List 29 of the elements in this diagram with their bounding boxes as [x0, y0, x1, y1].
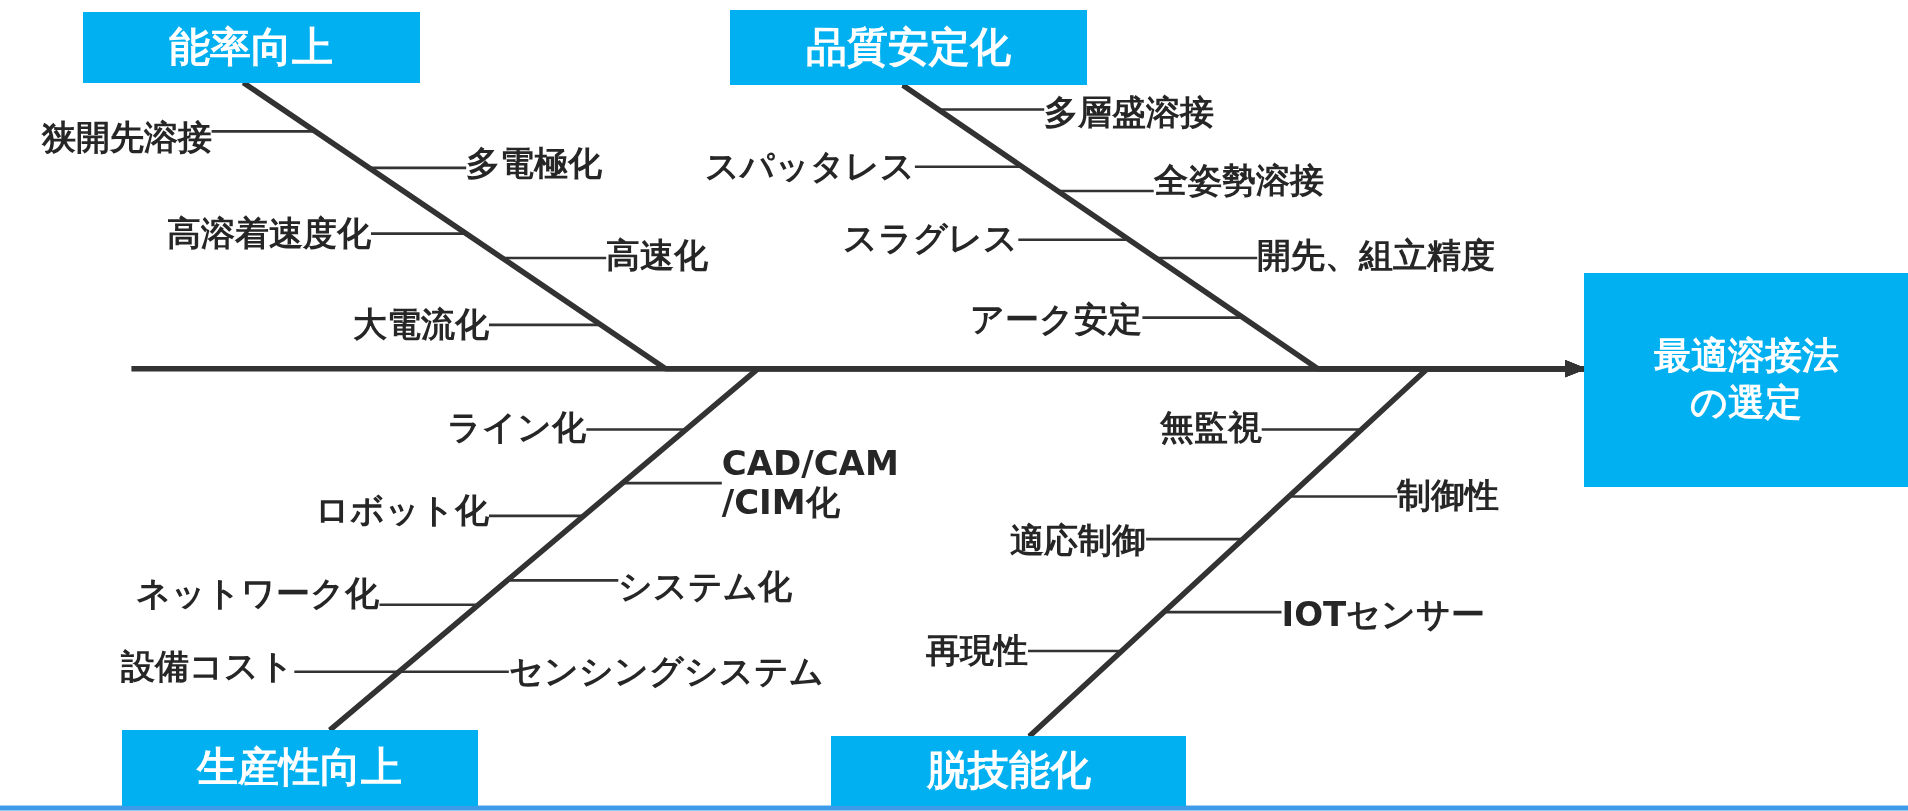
cause-label: 全姿勢溶接	[1153, 161, 1324, 201]
cause-label: 無監視	[1159, 408, 1262, 448]
cause-label: ネットワーク化	[136, 574, 380, 614]
category-box: 脱技能化	[831, 736, 1187, 806]
category-box: 生産性向上	[121, 730, 479, 806]
cause-label: 高溶着速度化	[166, 214, 371, 254]
cause-label: 狭開先溶接	[41, 117, 212, 158]
cause-label: 適応制御	[1010, 521, 1147, 562]
cause-label: 多電極化	[466, 144, 603, 184]
effect-box: 最適溶接法の選定	[1584, 272, 1908, 487]
cause-label: 大電流化	[353, 305, 489, 345]
connector-line	[1028, 649, 1123, 738]
cause-label: IOTセンサー	[1281, 594, 1486, 635]
cause-label: アーク安定	[970, 300, 1143, 340]
cause-label: 高速化	[606, 236, 709, 276]
cause-label: ロボット化	[315, 491, 489, 531]
cause-label: 設備コスト	[121, 647, 295, 687]
category-box: 能率向上	[82, 12, 420, 83]
cause-label: スパッタレス	[704, 147, 915, 187]
cause-label: センシングシステム	[508, 652, 824, 692]
cause-label: CAD/CAM /CIM化	[721, 444, 899, 523]
cause-label: 再現性	[926, 631, 1029, 671]
cause-label: スラグレス	[843, 218, 1019, 259]
cause-label: 制御性	[1397, 476, 1500, 516]
cause-label: 多層盛溶接	[1044, 93, 1215, 133]
cause-label: 開先、組立精度	[1257, 236, 1496, 276]
category-box: 品質安定化	[730, 9, 1087, 86]
cause-label: システム化	[618, 566, 793, 607]
cause-label: ライン化	[447, 408, 587, 448]
